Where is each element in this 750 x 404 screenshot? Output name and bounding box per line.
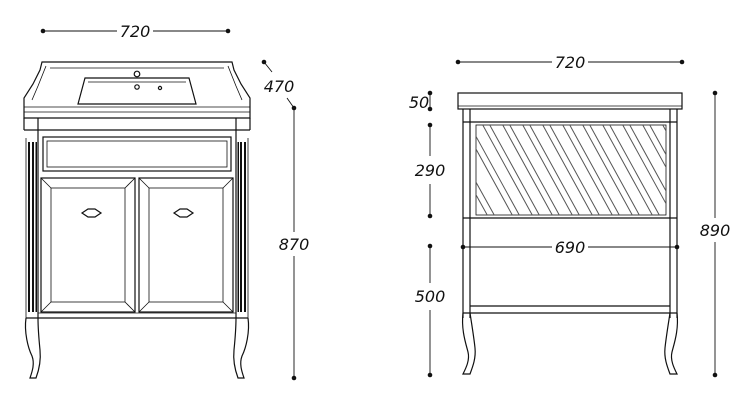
side-inner-width-label: 690	[555, 238, 586, 257]
front-depth-dimension: 470	[261, 59, 297, 111]
side-total-height-dimension: 890	[700, 90, 731, 378]
side-top-thickness-label: 50	[409, 93, 429, 112]
basin-top	[23, 61, 251, 119]
side-drawer-height-label: 290	[415, 161, 446, 180]
top-drawer	[42, 136, 232, 172]
side-total-height-label: 890	[700, 221, 731, 240]
side-hatched-panel	[475, 124, 667, 216]
front-width-dimension: 720	[40, 22, 231, 41]
cabinet-body	[23, 118, 251, 318]
front-height-label: 870	[279, 235, 310, 254]
right-door-handle	[172, 208, 195, 218]
side-countertop	[457, 92, 683, 110]
side-legs	[461, 312, 679, 375]
side-width-label: 720	[555, 53, 586, 72]
front-view: 720	[23, 22, 310, 381]
side-view: 720	[409, 53, 731, 378]
front-depth-label: 470	[264, 77, 295, 96]
front-width-label: 720	[120, 22, 151, 41]
right-fluted-pilaster	[237, 138, 249, 318]
left-door-handle	[80, 208, 103, 218]
side-width-dimension: 720	[455, 53, 685, 72]
side-frame	[462, 109, 678, 318]
left-fluted-pilaster	[25, 138, 37, 318]
front-height-dimension: 870	[279, 108, 310, 381]
side-inner-width-dimension: 690	[460, 238, 680, 257]
left-door	[40, 177, 136, 313]
side-left-chain-dimensions: 50 290 500	[409, 90, 446, 378]
side-leg-height-label: 500	[415, 287, 446, 306]
right-door	[138, 177, 234, 313]
front-legs	[24, 317, 250, 379]
